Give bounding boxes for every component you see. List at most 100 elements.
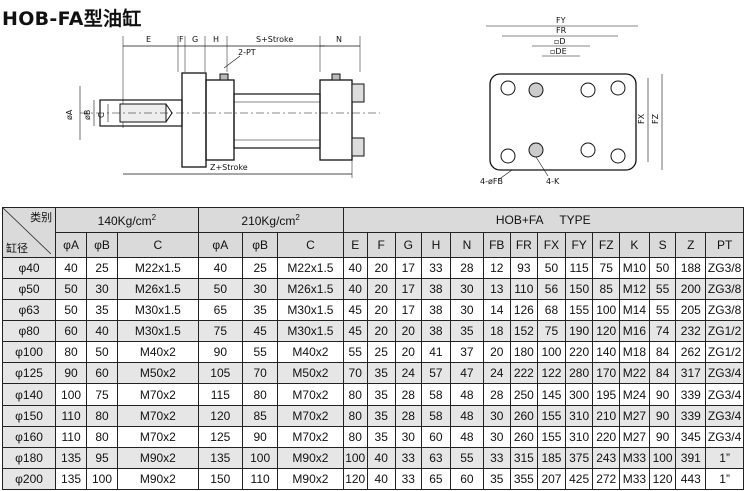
table-cell: M90x2 — [116, 446, 199, 469]
table-cell: 35 — [241, 299, 279, 322]
table-cell: 115 — [564, 256, 594, 280]
table-cell: 50 — [86, 341, 118, 364]
table-cell: 205 — [675, 299, 707, 322]
table-cell: 80 — [55, 341, 88, 364]
bore-label: 缸径 — [6, 243, 28, 255]
table-cell: 310 — [564, 404, 594, 427]
table-cell: 47 — [449, 362, 484, 385]
table-cell: 17 — [394, 256, 423, 280]
table-cell: 28 — [449, 256, 484, 280]
table-cell: 80 — [86, 404, 118, 427]
table-cell: 75 — [537, 320, 566, 343]
table-cell: 20 — [394, 341, 423, 364]
table-cell: 60 — [86, 362, 118, 385]
table-cell: 40 — [366, 467, 396, 491]
table-cell: ZG3/8 — [705, 256, 744, 280]
table-cell: 55 — [342, 341, 368, 364]
page-title: HOB-FA型油缸 — [2, 8, 142, 30]
type-header: HOB+FA TYPE — [342, 207, 745, 233]
table-cell: M22x1.5 — [116, 256, 199, 280]
dim-phi-a-label: øA — [65, 109, 74, 120]
table-cell: 100 — [592, 299, 620, 322]
table-cell: 155 — [537, 404, 566, 427]
table-cell: ZG3/4 — [705, 404, 744, 427]
pressure-210-header: 210Kg/cm2 — [197, 207, 344, 233]
table-cell: M30x1.5 — [277, 320, 344, 343]
table-cell: 355 — [509, 467, 539, 491]
table-cell: M50x2 — [277, 362, 344, 385]
table-cell: M90x2 — [277, 446, 344, 469]
table-cell: M22 — [618, 362, 650, 385]
table-cell: 35 — [366, 404, 396, 427]
table-cell: 40 — [197, 256, 243, 280]
column-header: FB — [482, 232, 511, 258]
table-cell: M33 — [618, 467, 650, 491]
bore-cell: φ80 — [1, 320, 57, 343]
table-cell: 35 — [482, 467, 511, 491]
table-cell: 339 — [675, 404, 707, 427]
dim-h-label: H — [213, 35, 219, 44]
table-cell: 180 — [509, 341, 539, 364]
table-cell: 100 — [86, 467, 118, 491]
table-cell: 33 — [394, 446, 423, 469]
table-cell: 68 — [537, 299, 566, 322]
port-pt-label: 2-PT — [238, 48, 256, 57]
table-cell: 222 — [509, 362, 539, 385]
specification-table: 类别 缸径 140Kg/cm2 210Kg/cm2 HOB+FA TYPE φA… — [1, 207, 745, 491]
column-header: S — [648, 232, 677, 258]
table-cell: M10 — [618, 256, 650, 280]
table-cell: 35 — [86, 299, 118, 322]
column-header: H — [421, 232, 451, 258]
table-cell: 25 — [86, 256, 118, 280]
dim-fb-label: 4-øFB — [480, 177, 503, 186]
table-cell: 74 — [648, 320, 677, 343]
table-cell: 75 — [592, 256, 620, 280]
table-cell: 63 — [421, 446, 451, 469]
table-cell: 20 — [482, 341, 511, 364]
table-cell: 58 — [421, 404, 451, 427]
table-cell: ZG1/2 — [705, 320, 744, 343]
table-cell: 48 — [449, 404, 484, 427]
table-cell: 50 — [55, 278, 88, 301]
table-cell: 120 — [592, 320, 620, 343]
table-corner-header: 类别 缸径 — [1, 207, 57, 258]
table-cell: M26x1.5 — [277, 278, 344, 301]
table-cell: 35 — [366, 383, 396, 406]
table-cell: M70x2 — [277, 404, 344, 427]
table-cell: M16 — [618, 320, 650, 343]
table-cell: 48 — [449, 383, 484, 406]
table-cell: 145 — [537, 383, 566, 406]
column-header: PT — [705, 232, 744, 258]
table-cell: 110 — [55, 425, 88, 448]
table-cell: 25 — [366, 341, 396, 364]
table-cell: 100 — [241, 446, 279, 469]
table-cell: 30 — [86, 278, 118, 301]
table-cell: 20 — [366, 299, 396, 322]
column-header: Z — [675, 232, 707, 258]
table-cell: 310 — [564, 425, 594, 448]
table-cell: 70 — [342, 362, 368, 385]
table-cell: 20 — [394, 320, 423, 343]
column-header: C — [116, 232, 199, 258]
dim-z-stroke-label: Z+Stroke — [210, 163, 248, 172]
dim-de-label: ▫DE — [550, 47, 567, 56]
column-header: φA — [55, 232, 88, 258]
bore-cell: φ140 — [1, 383, 57, 406]
table-cell: 30 — [241, 278, 279, 301]
table-cell: 38 — [421, 299, 451, 322]
table-cell: 38 — [421, 278, 451, 301]
table-cell: 48 — [449, 425, 484, 448]
table-cell: 120 — [342, 467, 368, 491]
table-cell: 45 — [342, 320, 368, 343]
dim-s-stroke-label: S+Stroke — [256, 35, 293, 44]
table-cell: 345 — [675, 425, 707, 448]
table-cell: M70x2 — [116, 425, 199, 448]
table-cell: ZG3/4 — [705, 425, 744, 448]
table-cell: ZG3/8 — [705, 299, 744, 322]
table-cell: 18 — [482, 320, 511, 343]
table-cell: 30 — [394, 425, 423, 448]
